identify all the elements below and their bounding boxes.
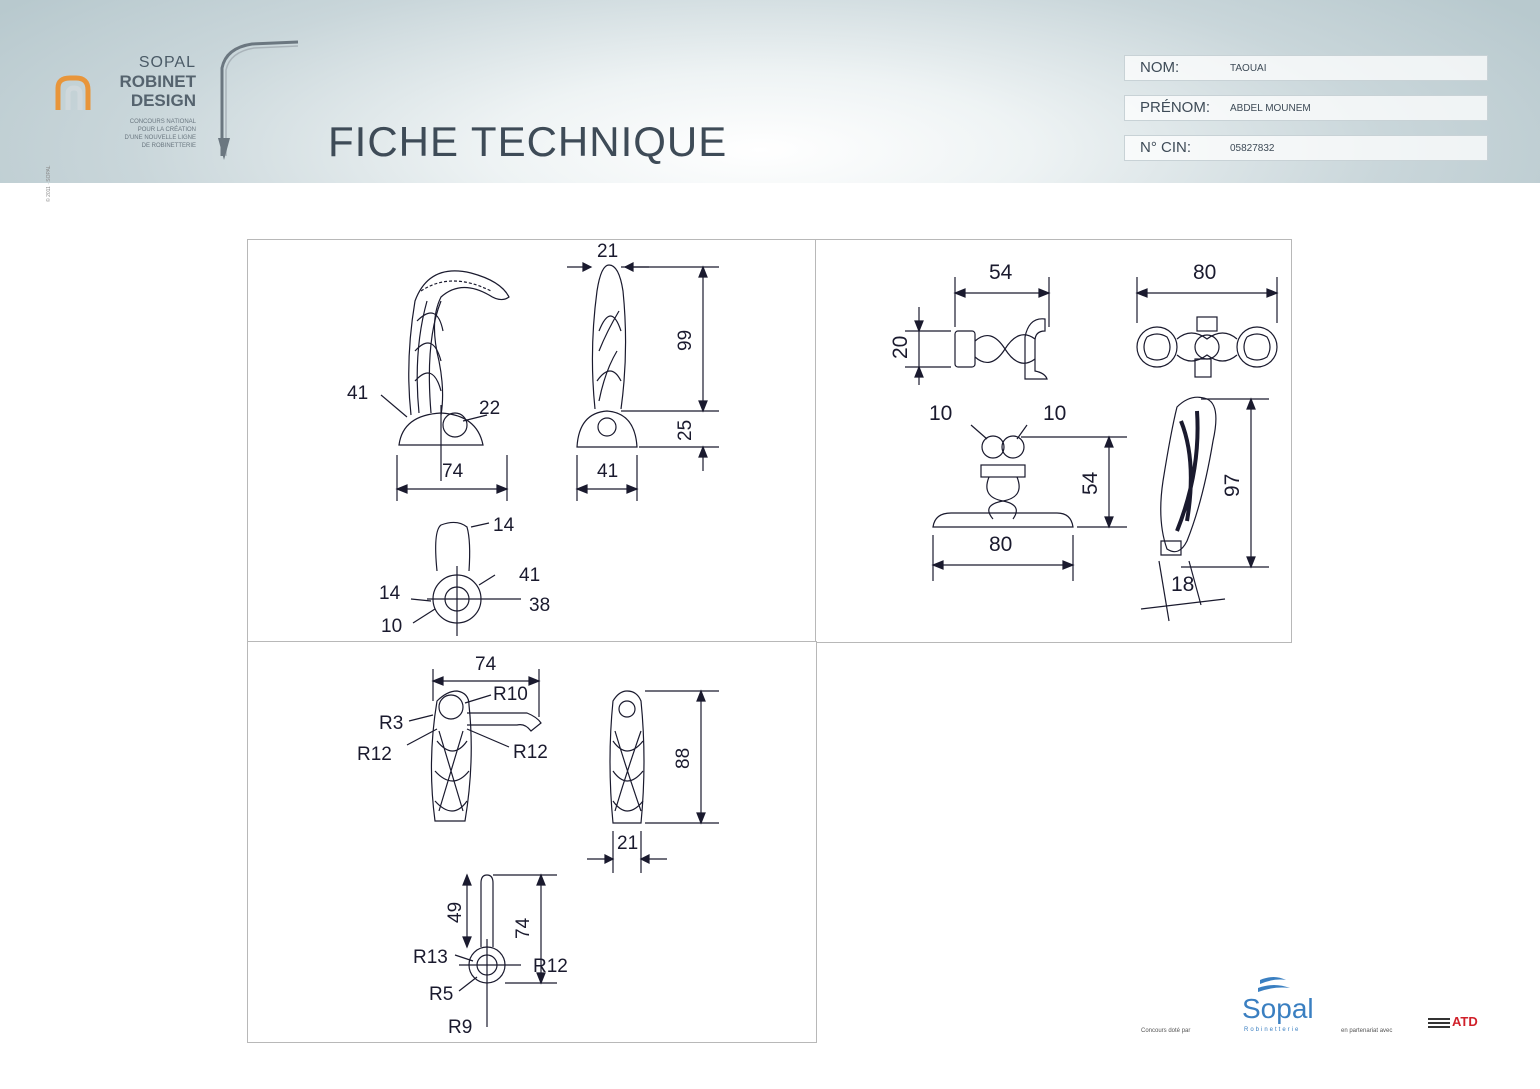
- brand-line-2: ROBINET: [119, 72, 197, 91]
- field-cin-value: 05827832: [1230, 143, 1275, 154]
- brand-tagline: CONCOURS NATIONAL POUR LA CRÉATION D'UNE…: [124, 119, 197, 149]
- field-prenom-value: ABDEL MOUNEM: [1230, 103, 1311, 114]
- dim-97: 97: [1221, 474, 1244, 497]
- field-prenom: PRÉNOM: ABDEL MOUNEM: [1124, 95, 1488, 121]
- lever-drawing: 74 R10 R3 R12 R12 88 21 49 74 R13 R12 R5…: [357, 654, 719, 1038]
- panel-shower-mixer: 54 20 80 10 10 54 80 97 18: [815, 239, 1292, 643]
- brand-block: SOPAL ROBINET DESIGN CONCOURS NATIONAL P…: [100, 54, 197, 150]
- dim-74-lever: 74: [475, 654, 497, 675]
- faucet-side-view: [567, 262, 719, 501]
- dim-r5: R5: [429, 984, 453, 1005]
- dim-74-top: 74: [513, 917, 534, 939]
- dim-21: 21: [597, 241, 618, 262]
- sopal-drop-icon: Sopal Robinetterie: [1242, 977, 1314, 1033]
- dim-49: 49: [445, 902, 466, 923]
- lever-front-view: [406, 669, 542, 822]
- field-cin-label: N° CIN:: [1140, 139, 1191, 156]
- dim-54: 54: [989, 261, 1013, 284]
- dim-74: 74: [442, 461, 464, 482]
- mixer-top-view: [905, 277, 1051, 385]
- shower-mixer-drawing: 54 20 80 10 10 54 80 97 18: [889, 261, 1279, 622]
- atd-logo: ATD: [1428, 1014, 1482, 1036]
- dim-41-top: 41: [519, 565, 540, 586]
- dim-r9: R9: [448, 1017, 472, 1038]
- copyright-note: © 2011 · SOPAL: [46, 165, 52, 202]
- field-nom-label: NOM:: [1140, 59, 1180, 76]
- dim-18: 18: [1171, 573, 1194, 596]
- dim-r3: R3: [379, 713, 403, 734]
- dim-80: 80: [1193, 261, 1216, 284]
- credit-left: Concours doté par: [1141, 1028, 1191, 1034]
- dim-41: 41: [347, 383, 368, 404]
- field-cin: N° CIN: 05827832: [1124, 135, 1488, 161]
- dim-21-lever: 21: [617, 833, 638, 854]
- header-banner: SOPAL ROBINET DESIGN CONCOURS NATIONAL P…: [0, 0, 1540, 183]
- dim-r12-top: R12: [533, 956, 568, 977]
- dim-80-side: 80: [989, 533, 1012, 556]
- mixer-front-view: [1135, 277, 1279, 378]
- atd-wordmark: ATD: [1452, 1014, 1478, 1029]
- panel-lever: 74 R10 R3 R12 R12 88 21 49 74 R13 R12 R5…: [247, 641, 817, 1043]
- sopal-logo-icon: [55, 75, 91, 110]
- mixer-dimensions: 54 20 80 10 10 54 80 97 18: [889, 261, 1244, 596]
- dim-41-side: 41: [597, 461, 618, 482]
- mixer-handle-view: [1140, 396, 1269, 622]
- mixer-side-view: [931, 424, 1127, 581]
- atd-logo-icon: [1428, 1018, 1450, 1030]
- faucet-drawing: 41 22 74 21 41 99 25 14 41 14 38 10: [347, 241, 719, 637]
- dim-10-left: 10: [929, 402, 952, 425]
- brand-line-3: DESIGN: [130, 91, 196, 110]
- dim-25: 25: [675, 420, 696, 441]
- dim-38: 38: [529, 595, 550, 616]
- page-title: FICHE TECHNIQUE: [328, 118, 728, 165]
- lever-side-view: [587, 689, 719, 873]
- credit-right: en partenariat avec: [1341, 1028, 1393, 1034]
- dim-10-right: 10: [1043, 402, 1066, 425]
- panel-faucet: 41 22 74 21 41 99 25 14 41 14 38 10: [247, 239, 817, 643]
- field-nom-value: TAOUAI: [1230, 63, 1267, 74]
- lever-top-view: [454, 873, 557, 1027]
- dim-22: 22: [479, 398, 500, 419]
- dim-54-side: 54: [1079, 471, 1102, 495]
- dim-10: 10: [381, 616, 402, 637]
- faucet-dimensions: 41 22 74 21 41 99 25 14 41 14 38 10: [347, 241, 696, 637]
- field-nom: NOM: TAOUAI: [1124, 55, 1488, 81]
- dim-r12-right: R12: [513, 742, 548, 763]
- brand-line-1: SOPAL: [138, 54, 196, 71]
- pencil-faucet-icon: [218, 40, 299, 160]
- dim-14-left: 14: [379, 583, 401, 604]
- sopal-footer-logo: Sopal Robinetterie: [1238, 974, 1318, 1039]
- sopal-subtitle: Robinetterie: [1244, 1027, 1300, 1033]
- faucet-top-view: [410, 521, 521, 636]
- dim-20: 20: [889, 336, 912, 359]
- dim-99: 99: [675, 330, 696, 351]
- field-prenom-label: PRÉNOM:: [1140, 99, 1211, 116]
- dim-r10: R10: [493, 684, 528, 705]
- dim-r12-left: R12: [357, 744, 392, 765]
- faucet-front-view: [380, 270, 510, 501]
- dim-14-top: 14: [493, 515, 515, 536]
- dim-r13: R13: [413, 947, 448, 968]
- lever-dimensions: 74 R10 R3 R12 R12 88 21 49 74 R13 R12 R5…: [357, 654, 694, 1038]
- sopal-wordmark: Sopal: [1242, 993, 1314, 1024]
- dim-88: 88: [673, 748, 694, 769]
